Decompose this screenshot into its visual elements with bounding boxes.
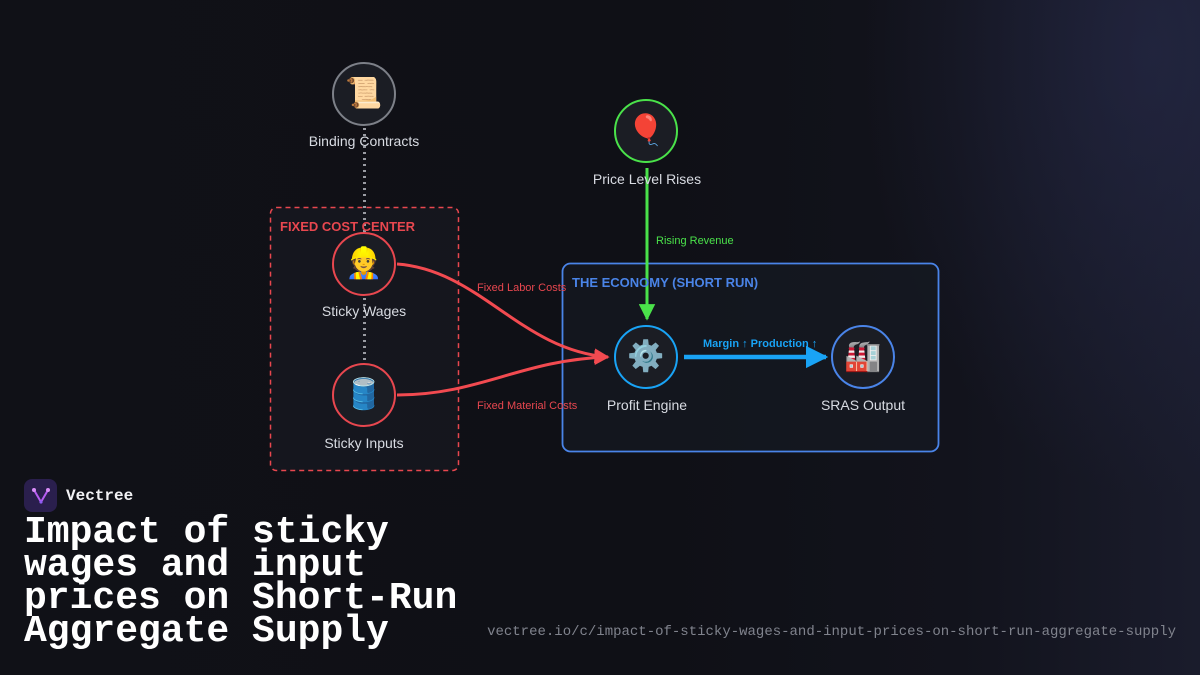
sras-output-label: SRAS Output — [820, 397, 906, 413]
vectree-logo-icon — [24, 479, 57, 512]
economy-title: THE ECONOMY (SHORT RUN) — [572, 275, 759, 290]
vectree-logo-glyph — [31, 487, 50, 504]
scroll-icon: 📜 — [345, 77, 383, 110]
profit-engine-label: Profit Engine — [606, 397, 688, 413]
sticky-inputs-label: Sticky Inputs — [324, 435, 404, 451]
source-url[interactable]: vectree.io/c/impact-of-sticky-wages-and-… — [487, 624, 1176, 640]
fixed-cost-center-title: FIXED COST CENTER — [280, 219, 416, 234]
binding-contracts-node[interactable]: 📜 — [332, 62, 396, 126]
factory-icon: 🏭 — [844, 340, 882, 373]
balloon-icon: 🎈 — [627, 114, 665, 147]
margin-production-label: Margin ↑ Production ↑ — [703, 338, 818, 350]
fixed-material-costs-label: Fixed Material Costs — [477, 400, 578, 412]
fixed-labor-costs-label: Fixed Labor Costs — [477, 282, 567, 294]
price-level-node[interactable]: 🎈 — [614, 99, 678, 163]
brand[interactable]: Vectree — [24, 479, 133, 512]
rising-revenue-label: Rising Revenue — [656, 235, 734, 247]
profit-engine-node[interactable]: ⚙️ — [614, 325, 678, 389]
fixed-labor-costs-arrow — [396, 262, 610, 364]
price-level-label: Price Level Rises — [592, 171, 702, 187]
gear-icon: ⚙️ — [627, 340, 665, 373]
sticky-inputs-node[interactable]: 🛢️ — [332, 363, 396, 427]
brand-name: Vectree — [66, 486, 134, 505]
fixed-cost-center-box — [269, 206, 460, 472]
binding-contracts-label: Binding Contracts — [308, 133, 420, 149]
construction-worker-icon: 👷 — [345, 247, 383, 280]
fixed-material-costs-arrow — [396, 349, 610, 397]
sticky-wages-node[interactable]: 👷 — [332, 232, 396, 296]
oil-barrel-icon: 🛢️ — [345, 378, 383, 411]
sticky-wages-label: Sticky Wages — [321, 303, 407, 319]
sras-output-node[interactable]: 🏭 — [831, 325, 895, 389]
page-title: Impact of sticky wages and input prices … — [24, 511, 458, 653]
